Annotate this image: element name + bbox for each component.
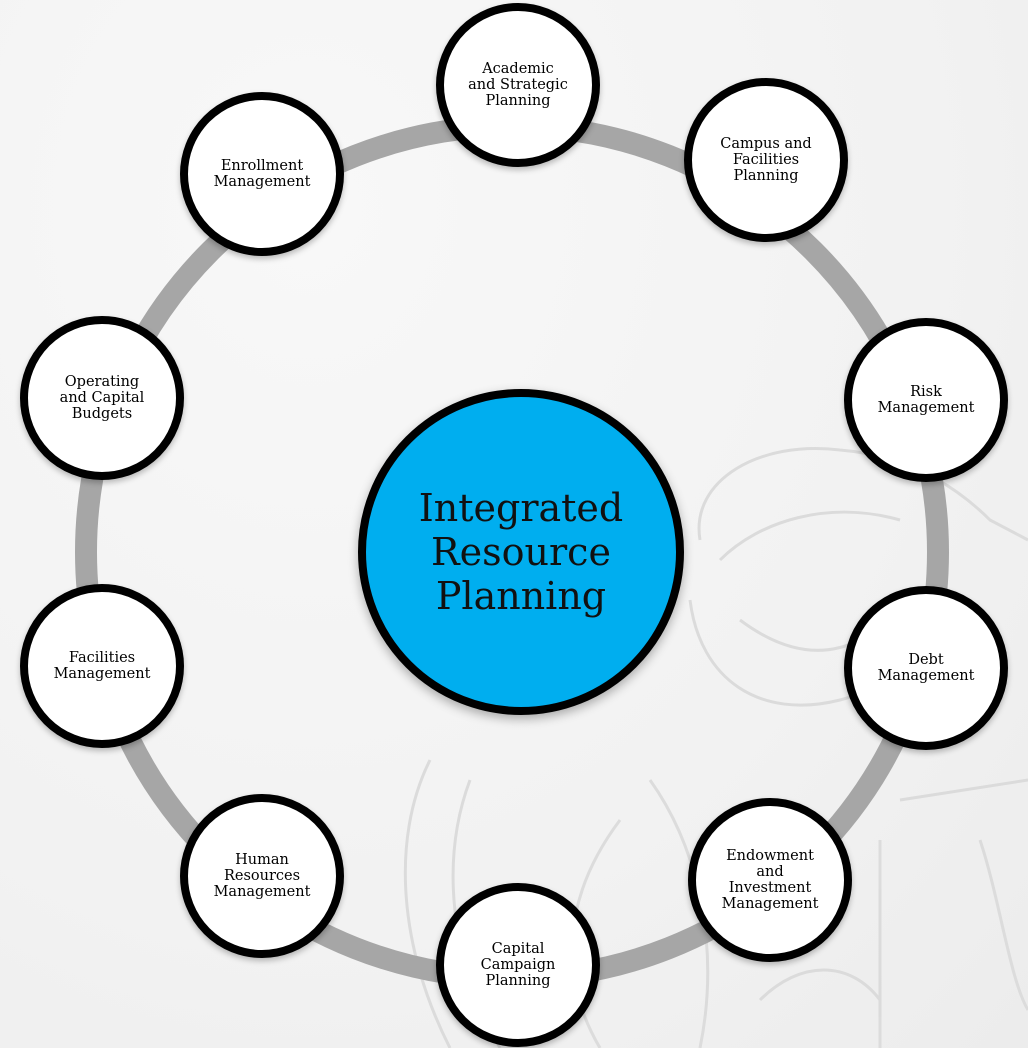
center-node: Integrated Resource Planning xyxy=(358,389,684,715)
node-endowment: Endowment and Investment Management xyxy=(688,798,852,962)
node-label: Debt Management xyxy=(877,652,975,684)
node-capital-campaign: Capital Campaign Planning xyxy=(436,883,600,1047)
node-budgets: Operating and Capital Budgets xyxy=(20,316,184,480)
node-debt: Debt Management xyxy=(844,586,1008,750)
node-label: Risk Management xyxy=(877,384,975,416)
node-human-resources: Human Resources Management xyxy=(180,794,344,958)
node-label: Endowment and Investment Management xyxy=(721,848,819,912)
node-facilities: Facilities Management xyxy=(20,584,184,748)
node-label: Human Resources Management xyxy=(213,852,311,900)
node-label: Campus and Facilities Planning xyxy=(720,136,812,184)
node-risk: Risk Management xyxy=(844,318,1008,482)
node-label: Operating and Capital Budgets xyxy=(59,374,145,422)
node-label: Facilities Management xyxy=(53,650,151,682)
node-label: Capital Campaign Planning xyxy=(480,941,556,989)
node-label: Academic and Strategic Planning xyxy=(468,61,568,109)
center-label: Integrated Resource Planning xyxy=(418,486,624,618)
node-enrollment: Enrollment Management xyxy=(180,92,344,256)
node-campus: Campus and Facilities Planning xyxy=(684,78,848,242)
node-label: Enrollment Management xyxy=(213,158,311,190)
node-academic: Academic and Strategic Planning xyxy=(436,3,600,167)
